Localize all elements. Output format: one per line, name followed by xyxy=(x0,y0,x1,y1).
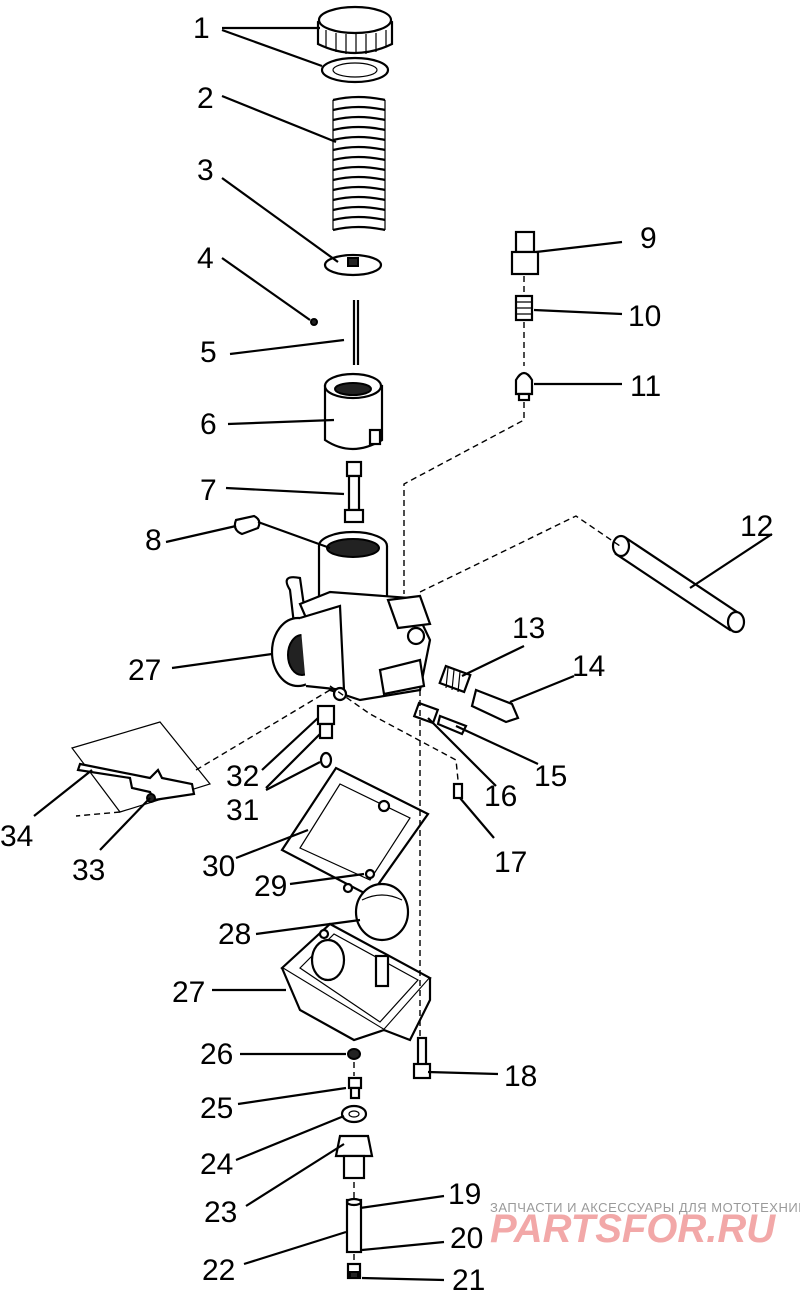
leader-lines xyxy=(33,26,773,1282)
part-21-screw xyxy=(346,1262,362,1280)
part-carburetor-body xyxy=(270,530,432,702)
part-29-pin xyxy=(364,868,376,880)
callout-27-top: 27 xyxy=(128,654,161,687)
callout-28: 28 xyxy=(218,918,251,951)
callout-31: 31 xyxy=(226,794,259,827)
part-14-screw xyxy=(470,688,520,724)
part-7-holder xyxy=(343,460,365,524)
callout-23: 23 xyxy=(204,1196,237,1229)
part-8-cap xyxy=(233,514,261,536)
callout-10: 10 xyxy=(628,300,661,333)
callout-22: 22 xyxy=(202,1254,235,1287)
callout-13: 13 xyxy=(512,612,545,645)
watermark: ЗАПЧАСТИ И АКСЕССУАРЫ ДЛЯ МОТОТЕХНИКИ PA… xyxy=(490,1200,800,1251)
callout-2: 2 xyxy=(197,82,214,115)
callout-15: 15 xyxy=(534,760,567,793)
part-33-34-bracket xyxy=(71,721,212,813)
callout-18: 18 xyxy=(504,1060,537,1093)
callout-17: 17 xyxy=(494,846,527,879)
callout-7: 7 xyxy=(200,474,217,507)
callout-30: 30 xyxy=(202,850,235,883)
callout-26: 26 xyxy=(200,1038,233,1071)
part-18-screw xyxy=(412,1036,432,1080)
callout-4: 4 xyxy=(197,242,214,275)
part-2-spring xyxy=(332,95,386,232)
callout-33: 33 xyxy=(72,854,105,887)
callout-19: 19 xyxy=(448,1178,481,1211)
callout-9: 9 xyxy=(640,222,657,255)
watermark-brand: PARTSFOR.RU xyxy=(490,1207,776,1251)
callout-14: 14 xyxy=(572,650,605,683)
part-32-31-jets xyxy=(316,704,336,769)
watermark-tagline: ЗАПЧАСТИ И АКСЕССУАРЫ ДЛЯ МОТОТЕХНИКИ xyxy=(490,1200,800,1215)
part-24-oring xyxy=(340,1104,368,1124)
callout-labels: 1 2 3 4 5 6 7 8 9 10 11 12 13 14 15 16 1… xyxy=(0,12,773,1290)
callout-34: 34 xyxy=(0,820,33,853)
part-17-pin xyxy=(452,782,464,800)
part-23-holder xyxy=(334,1134,374,1180)
part-drawings xyxy=(71,5,746,1280)
callout-12: 12 xyxy=(740,510,773,543)
callout-6: 6 xyxy=(200,408,217,441)
callout-25: 25 xyxy=(200,1092,233,1125)
callout-27-bottom: 27 xyxy=(172,976,205,1009)
part-4-clip xyxy=(310,318,318,326)
part-22-emulsion-tube xyxy=(345,1197,363,1254)
part-25-jet xyxy=(347,1076,363,1100)
part-27-float-bowl xyxy=(280,922,432,1042)
callout-5: 5 xyxy=(200,336,217,369)
callout-16: 16 xyxy=(484,780,517,813)
callout-21: 21 xyxy=(452,1264,485,1290)
callout-11: 11 xyxy=(630,370,661,403)
part-15-16-screw-spring xyxy=(412,701,468,736)
callout-29: 29 xyxy=(254,870,287,903)
part-13-spring xyxy=(438,664,472,694)
part-9-fitting xyxy=(510,230,540,276)
part-26-washer xyxy=(347,1048,361,1060)
part-6-slide xyxy=(323,372,384,451)
part-10-screw xyxy=(514,294,534,322)
part-30-gasket xyxy=(280,766,430,898)
callout-3: 3 xyxy=(197,154,214,187)
callout-8: 8 xyxy=(145,524,162,557)
part-12-tube xyxy=(611,534,746,634)
part-1-cap xyxy=(316,5,394,84)
callout-32: 32 xyxy=(226,760,259,793)
callout-24: 24 xyxy=(200,1148,233,1181)
part-28-float xyxy=(354,882,410,942)
callout-1: 1 xyxy=(193,12,210,45)
part-11-nut xyxy=(514,371,534,402)
callout-20: 20 xyxy=(450,1222,483,1255)
part-5-needle xyxy=(352,300,360,365)
assembly-dash-lines xyxy=(75,276,621,1262)
part-3-retainer xyxy=(323,253,383,277)
